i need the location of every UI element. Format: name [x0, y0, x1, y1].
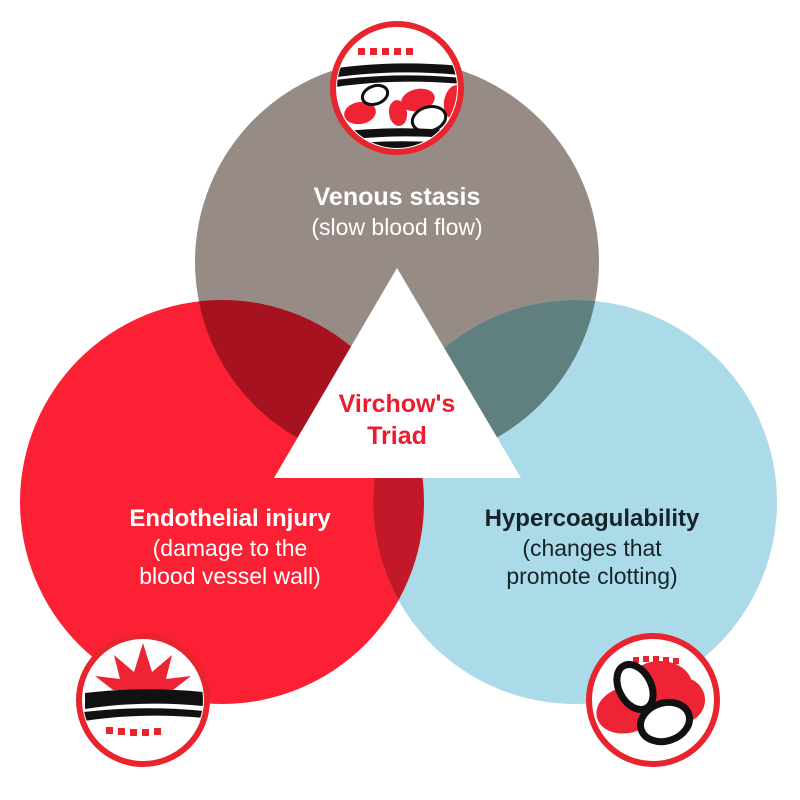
badge-bottom-right-ring	[586, 633, 720, 767]
vessel-wall-injury-icon	[84, 643, 203, 736]
center-triad-region	[274, 268, 521, 478]
badge-bottom-right	[586, 633, 720, 767]
badge-top	[330, 21, 464, 155]
badge-top-ring	[330, 21, 464, 155]
badge-bottom-left-ring	[76, 633, 210, 767]
badge-bottom-left	[76, 633, 210, 767]
blood-vessel-slow-flow-icon	[337, 48, 457, 148]
blood-clot-cells-icon	[596, 656, 705, 746]
